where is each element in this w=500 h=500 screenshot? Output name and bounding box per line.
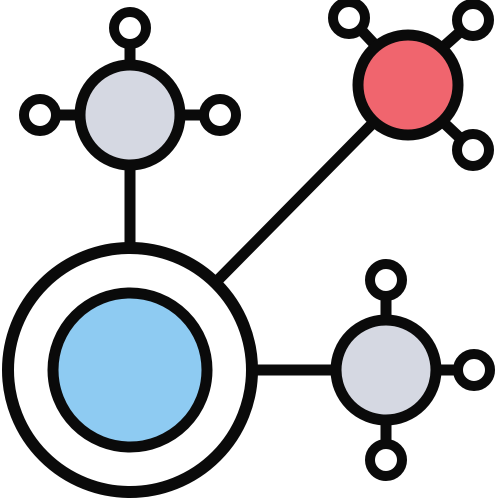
red-node: [352, 29, 464, 141]
hub-core: [47, 287, 213, 453]
satellite-nodes: [19, 0, 495, 481]
satellite-right-node-top: [365, 259, 407, 301]
satellite-right-node-right: [453, 349, 495, 391]
satellite-top-node-top: [109, 7, 151, 49]
line-hub-to-red-node: [212, 118, 378, 286]
satellite-top-node-left: [19, 94, 61, 136]
satellite-red-node-left: [328, 0, 370, 39]
satellite-top-node-right: [199, 94, 241, 136]
satellite-red-node-right: [452, 0, 494, 41]
hub-node: [2, 242, 258, 498]
top-grey-node: [74, 59, 186, 171]
connector-lines: [124, 118, 378, 376]
satellite-right-node-bottom: [365, 439, 407, 481]
right-grey-node: [330, 314, 442, 426]
satellite-red-node-bottom: [452, 129, 494, 171]
